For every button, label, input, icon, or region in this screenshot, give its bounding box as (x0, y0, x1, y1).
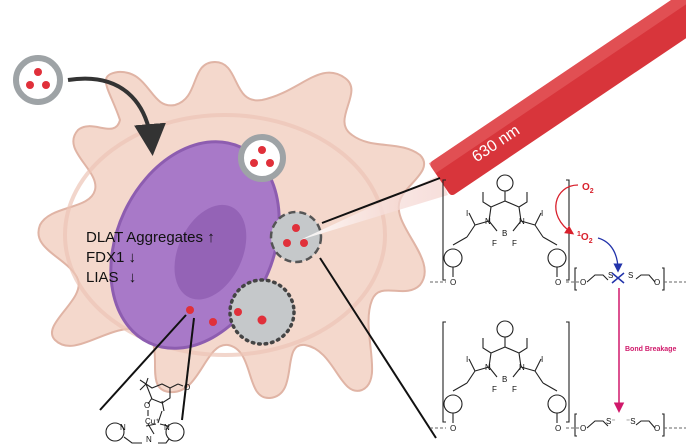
bond-breakage-label: Bond Breakage (625, 346, 676, 353)
atom-o: O (654, 424, 660, 433)
singlet-subscript: 2 (589, 238, 593, 245)
polymer-structure-intact: N N B F F I I O O O S S O (430, 174, 686, 291)
cytoplasm-ring (63, 113, 387, 357)
copper-ion: Cu⁺ (145, 417, 159, 426)
oxygen-subscript: 2 (590, 188, 594, 195)
atom-o: O (184, 383, 190, 392)
singlet-oxygen-attack-arrow (597, 237, 623, 273)
singlet-oxygen-label: O (581, 232, 589, 243)
uptake-arrow (67, 76, 166, 156)
arrow-up-icon: ↑ (207, 229, 215, 246)
arrow-down-icon: ↓ (129, 249, 137, 266)
marker-list: DLAT Aggregates ↑ FDX1 ↓ LIAS ↓ (86, 229, 215, 286)
atom-o: O (144, 401, 150, 410)
atom-b: B (502, 375, 507, 384)
nanoparticle-outside (13, 55, 63, 105)
atom-n: N (485, 217, 491, 226)
oxygen-activation-arrow (555, 184, 579, 235)
atom-i: I (541, 209, 543, 218)
oxygen-label: O (582, 182, 590, 193)
atom-f: F (492, 385, 497, 394)
callout-lines (99, 177, 441, 439)
nucleolus (174, 204, 247, 300)
svg-text:DLAT Aggregates ↑: DLAT Aggregates ↑ (86, 229, 215, 246)
atom-o: O (555, 278, 561, 287)
thiolate-left: S⁻ (606, 417, 616, 426)
thiolate-right: ⁻S (626, 417, 636, 426)
atom-o: O (555, 424, 561, 433)
atom-f: F (512, 385, 517, 394)
atom-i: I (466, 209, 468, 218)
svg-text:LIAS ↓: LIAS ↓ (86, 269, 136, 286)
atom-o: O (450, 424, 456, 433)
arrow-down-icon: ↓ (129, 269, 137, 286)
atom-i: I (541, 355, 543, 364)
laser-beam (300, 175, 448, 240)
atom-o: O (580, 424, 586, 433)
atom-n: N (146, 435, 152, 444)
atom-o: O (450, 278, 456, 287)
bond-cleavage-cross-icon (611, 272, 625, 284)
nanoparticle-irradiated (269, 210, 323, 264)
atom-o: O (654, 278, 660, 287)
marker-fdx1: FDX1 (86, 249, 124, 266)
nanoparticle-intracellular (238, 134, 286, 182)
atom-s: S (608, 271, 613, 280)
marker-lias: LIAS (86, 269, 119, 286)
atom-n: N (519, 363, 525, 372)
copper-complex-structure: O O Cu⁺ N N N (105, 377, 190, 444)
marker-dlat: DLAT Aggregates (86, 229, 203, 246)
atom-o: O (580, 278, 586, 287)
svg-text:1O2: 1O2 (577, 231, 593, 245)
singlet-superscript: 1 (577, 231, 581, 238)
nanoparticle-disassembled (186, 278, 296, 346)
svg-text:FDX1 ↓: FDX1 ↓ (86, 249, 136, 266)
polymer-structure-cleaved: N N B F F I I O O O S⁻ ⁻S O (430, 320, 686, 437)
atom-f: F (512, 239, 517, 248)
atom-f: F (492, 239, 497, 248)
atom-s: S (628, 271, 633, 280)
laser-fiber: 630 nm (428, 0, 686, 196)
atom-n: N (120, 423, 126, 432)
atom-n: N (164, 423, 170, 432)
svg-text:O2: O2 (582, 182, 594, 195)
atom-n: N (485, 363, 491, 372)
atom-n: N (519, 217, 525, 226)
atom-b: B (502, 229, 507, 238)
atom-i: I (466, 355, 468, 364)
